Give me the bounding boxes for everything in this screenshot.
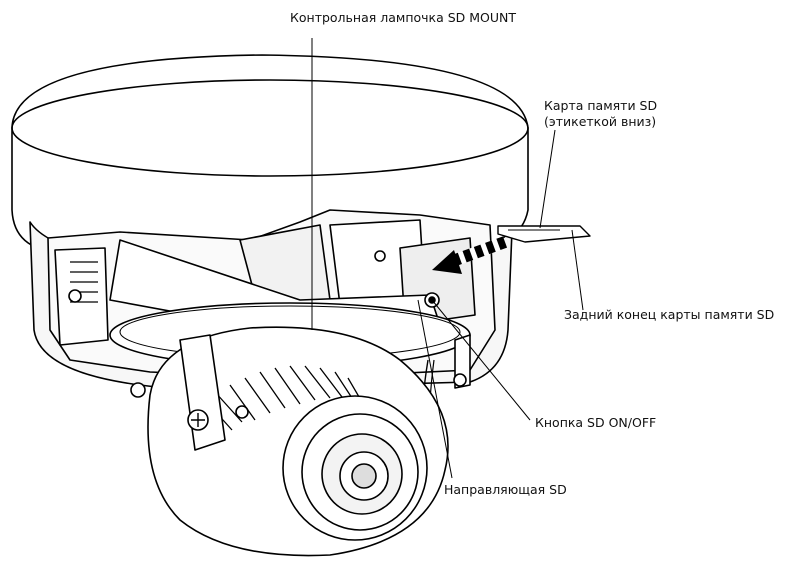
insert-arrow (432, 236, 508, 274)
dome-rim (11, 79, 529, 177)
label-sd-on-off-button: Кнопка SD ON/OFF (535, 415, 657, 430)
spring-left (70, 261, 98, 303)
leader-sd-card (539, 129, 556, 229)
leader-sd-guide (417, 299, 453, 479)
label-sd-card: Карта памяти SD (этикеткой вниз) (544, 98, 657, 130)
label-sd-card-line1: Карта памяти SD (544, 98, 658, 113)
label-sd-mount-lamp: Контрольная лампочка SD MOUNT (290, 10, 517, 25)
dome-camera (11, 54, 529, 557)
label-sd-card-line2: (этикеткой вниз) (544, 114, 657, 129)
leader-sd-button (431, 299, 531, 421)
leader-card-rear-end (571, 229, 584, 311)
sd-card (497, 225, 591, 243)
label-card-rear-end: Задний конец карты памяти SD (564, 307, 775, 322)
label-sd-guide: Направляющая SD (444, 482, 567, 497)
leader-lines (311, 38, 584, 479)
